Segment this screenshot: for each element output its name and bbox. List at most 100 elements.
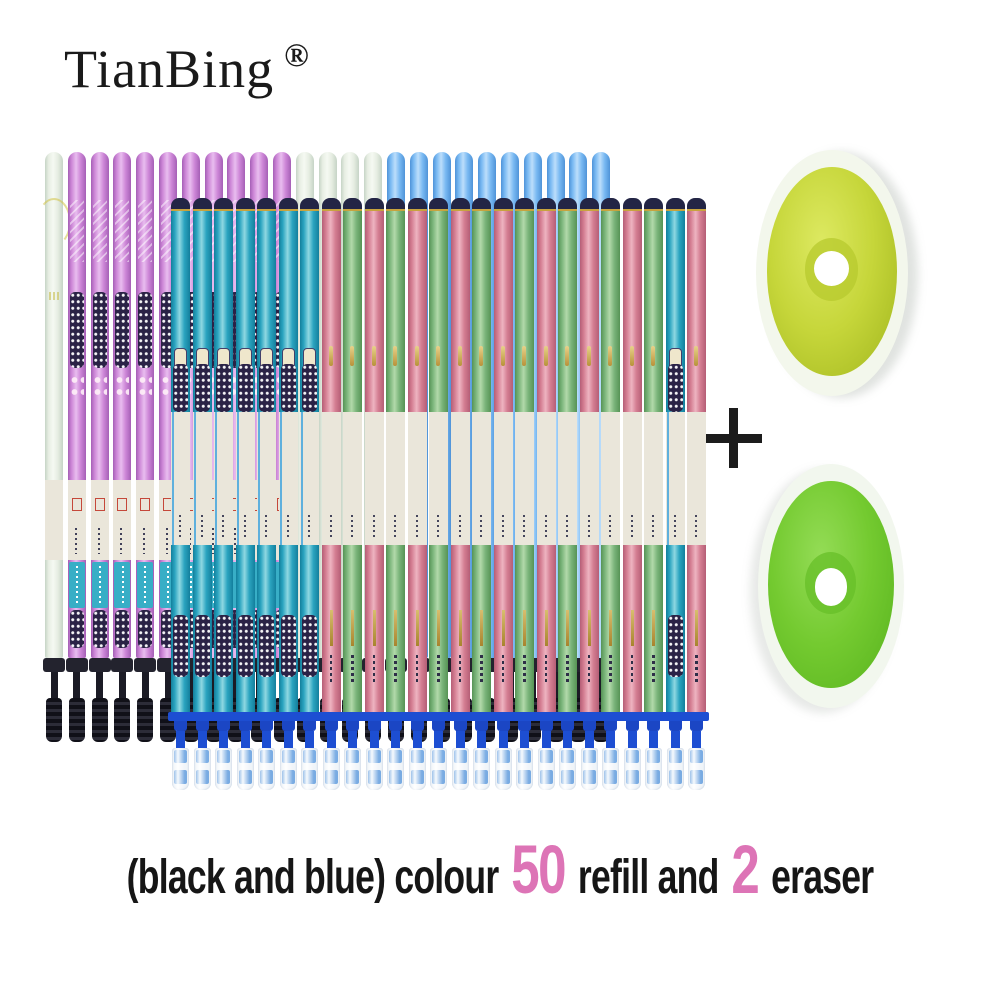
pen-dotted-window	[138, 292, 153, 368]
caption-count: 2	[731, 831, 759, 908]
refill-tip-stem	[219, 731, 228, 748]
pen-body	[136, 152, 155, 658]
pen-body	[472, 211, 491, 712]
refill-tip-collar-blue	[490, 712, 516, 721]
pen-print-marks	[308, 515, 310, 537]
pen-dotted-window	[173, 615, 188, 677]
refill-tip-shoulder	[260, 721, 273, 731]
eraser-yellow-green	[756, 150, 908, 396]
refill-pen-blue-ink	[512, 198, 537, 790]
cap-gloss	[559, 748, 576, 790]
pen-white-band	[364, 412, 384, 545]
pen-body	[429, 211, 448, 712]
refill-tip-stem	[240, 731, 250, 748]
refill-tip-shoulder	[582, 721, 596, 731]
refill-pen-blue-ink	[404, 198, 430, 790]
pen-print-marks-lower	[437, 655, 440, 685]
pen-dotted-window	[259, 364, 274, 412]
pen-red-box-print	[117, 498, 128, 511]
pen-clip-gold-lower	[630, 610, 634, 646]
pen-body	[214, 211, 233, 712]
pen-body	[364, 211, 384, 712]
pen-blue-edge-stripe	[279, 412, 282, 545]
cap-gloss	[301, 748, 318, 790]
pen-label-text-marks	[144, 566, 147, 604]
refill-pen-blue-ink	[232, 198, 258, 790]
refill-tip-stem	[498, 731, 508, 748]
pen-clip-gold	[350, 346, 354, 366]
pen-body	[321, 211, 341, 712]
pen-gold-ring	[644, 209, 663, 211]
pen-clip-gold-lower	[458, 610, 462, 646]
refill-tip-shoulder	[281, 721, 295, 731]
refill-tip-stem	[541, 731, 551, 748]
refill-pen-blue-ink	[340, 198, 365, 790]
refill-tip-collar-blue	[318, 712, 344, 721]
pen-white-band	[665, 412, 685, 545]
pen-cap-top	[450, 198, 470, 209]
pen-print-marks	[265, 515, 267, 537]
pen-red-box-print	[140, 498, 151, 511]
pen-clip-gold	[543, 346, 548, 366]
refill-tip-collar-blue	[576, 712, 602, 721]
pen-print-marks-lower	[480, 655, 483, 685]
pen-print-marks	[458, 515, 461, 537]
pen-blue-edge-stripe	[666, 412, 669, 545]
refill-tip-stem	[118, 672, 126, 698]
refill-tip-stem	[649, 731, 658, 748]
refill-tip-shoulder	[432, 721, 445, 731]
refill-tip-stem	[164, 672, 172, 698]
refill-protective-cap	[365, 748, 383, 790]
caption-text: refill and	[568, 851, 728, 904]
cap-gloss	[236, 748, 254, 790]
refill-protective-cap	[172, 748, 189, 790]
pen-clip-gold	[436, 346, 440, 366]
pen-print-marks	[652, 515, 654, 537]
refill-protective-cap	[430, 748, 447, 790]
refill-protective-cap	[451, 748, 469, 790]
pen-clip-gold	[414, 346, 419, 366]
pen-print-marks-lower	[587, 655, 590, 685]
pen-white-band	[171, 412, 190, 545]
refill-tip-stem	[434, 731, 443, 748]
refill-pen-blue-ink	[490, 198, 516, 790]
refill-tip-stem	[670, 731, 680, 748]
refill-tip-shoulder	[496, 721, 510, 731]
pen-print-marks	[415, 515, 418, 537]
pen-hatch-pattern	[69, 200, 84, 262]
refill-pen-blue-ink	[211, 198, 236, 790]
pen-body	[171, 211, 190, 712]
pen-clip-gold	[457, 346, 462, 366]
pen-white-band	[687, 412, 706, 545]
pen-dotted-window	[237, 615, 253, 677]
pen-label-text-marks	[212, 566, 215, 604]
refill-tip-stem	[477, 731, 486, 748]
refill-protective-cap	[473, 748, 490, 790]
pen-dotted-window	[173, 364, 188, 412]
pen-print-marks-lower	[458, 655, 461, 685]
pen-white-band	[493, 412, 513, 545]
refill-tip-shoulder	[604, 721, 617, 731]
refill-tip-shoulder	[238, 721, 252, 731]
pen-body	[687, 211, 706, 712]
refill-tip-shoulder	[539, 721, 553, 731]
refill-protective-cap	[387, 748, 404, 790]
pen-print-marks	[609, 515, 611, 537]
pen-print-marks	[351, 515, 353, 537]
pen-print-marks-lower	[609, 655, 612, 685]
pen-cap-top	[321, 198, 341, 209]
pen-gold-ring	[687, 209, 706, 211]
pen-print-marks	[695, 515, 697, 537]
pen-dotted-window	[115, 292, 130, 368]
pen-white-band	[386, 412, 405, 545]
refill-tip-stem	[584, 731, 594, 748]
pen-gold-ring	[214, 209, 233, 211]
pen-clip-gold-lower	[329, 610, 333, 646]
refill-tip-stem	[520, 731, 529, 748]
pen-print-marks-lower	[415, 655, 418, 685]
refill-tip-shoulder	[367, 721, 381, 731]
refill-pen-blue-ink	[576, 198, 602, 790]
pen-body	[67, 152, 86, 658]
pen-white-band	[472, 412, 491, 545]
